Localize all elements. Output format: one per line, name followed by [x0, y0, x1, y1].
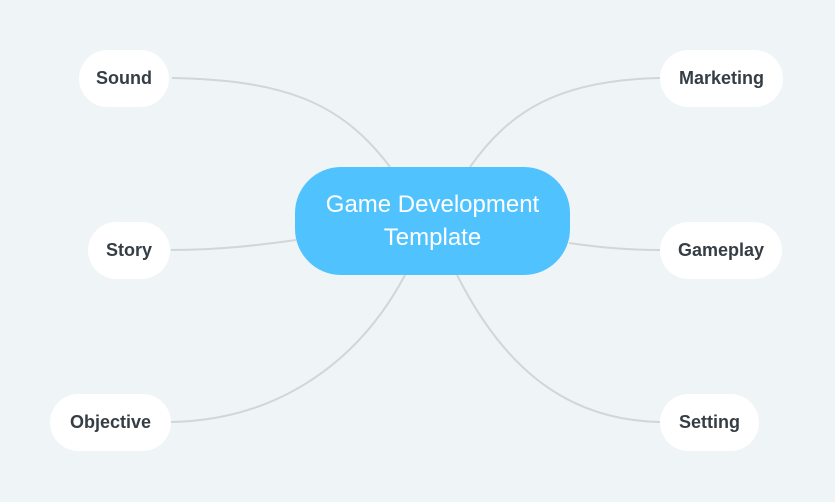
- branch-label: Sound: [96, 68, 152, 88]
- connector-story: [170, 239, 297, 251]
- branch-node-marketing[interactable]: Marketing: [660, 50, 783, 107]
- branch-label: Objective: [69, 412, 152, 432]
- central-topic-line1: Game Development: [325, 191, 540, 218]
- connector-objective: [170, 274, 406, 423]
- branch-label: Gameplay: [677, 240, 765, 260]
- central-topic-node[interactable]: Game Development Template: [295, 167, 570, 275]
- branch-label: Setting: [679, 412, 740, 432]
- connector-setting: [456, 274, 661, 423]
- branch-label: Marketing: [678, 68, 765, 88]
- branch-node-setting[interactable]: Setting: [660, 394, 759, 451]
- branch-node-gameplay[interactable]: Gameplay: [660, 222, 782, 279]
- branch-node-objective[interactable]: Objective: [50, 394, 171, 451]
- branch-node-story[interactable]: Story: [88, 222, 170, 279]
- central-topic-line2: Template: [383, 224, 482, 251]
- connector-sound: [171, 77, 391, 168]
- connector-gameplay: [568, 242, 661, 251]
- connector-marketing: [469, 77, 661, 168]
- branch-node-sound[interactable]: Sound: [79, 50, 169, 107]
- branch-label: Story: [105, 240, 152, 260]
